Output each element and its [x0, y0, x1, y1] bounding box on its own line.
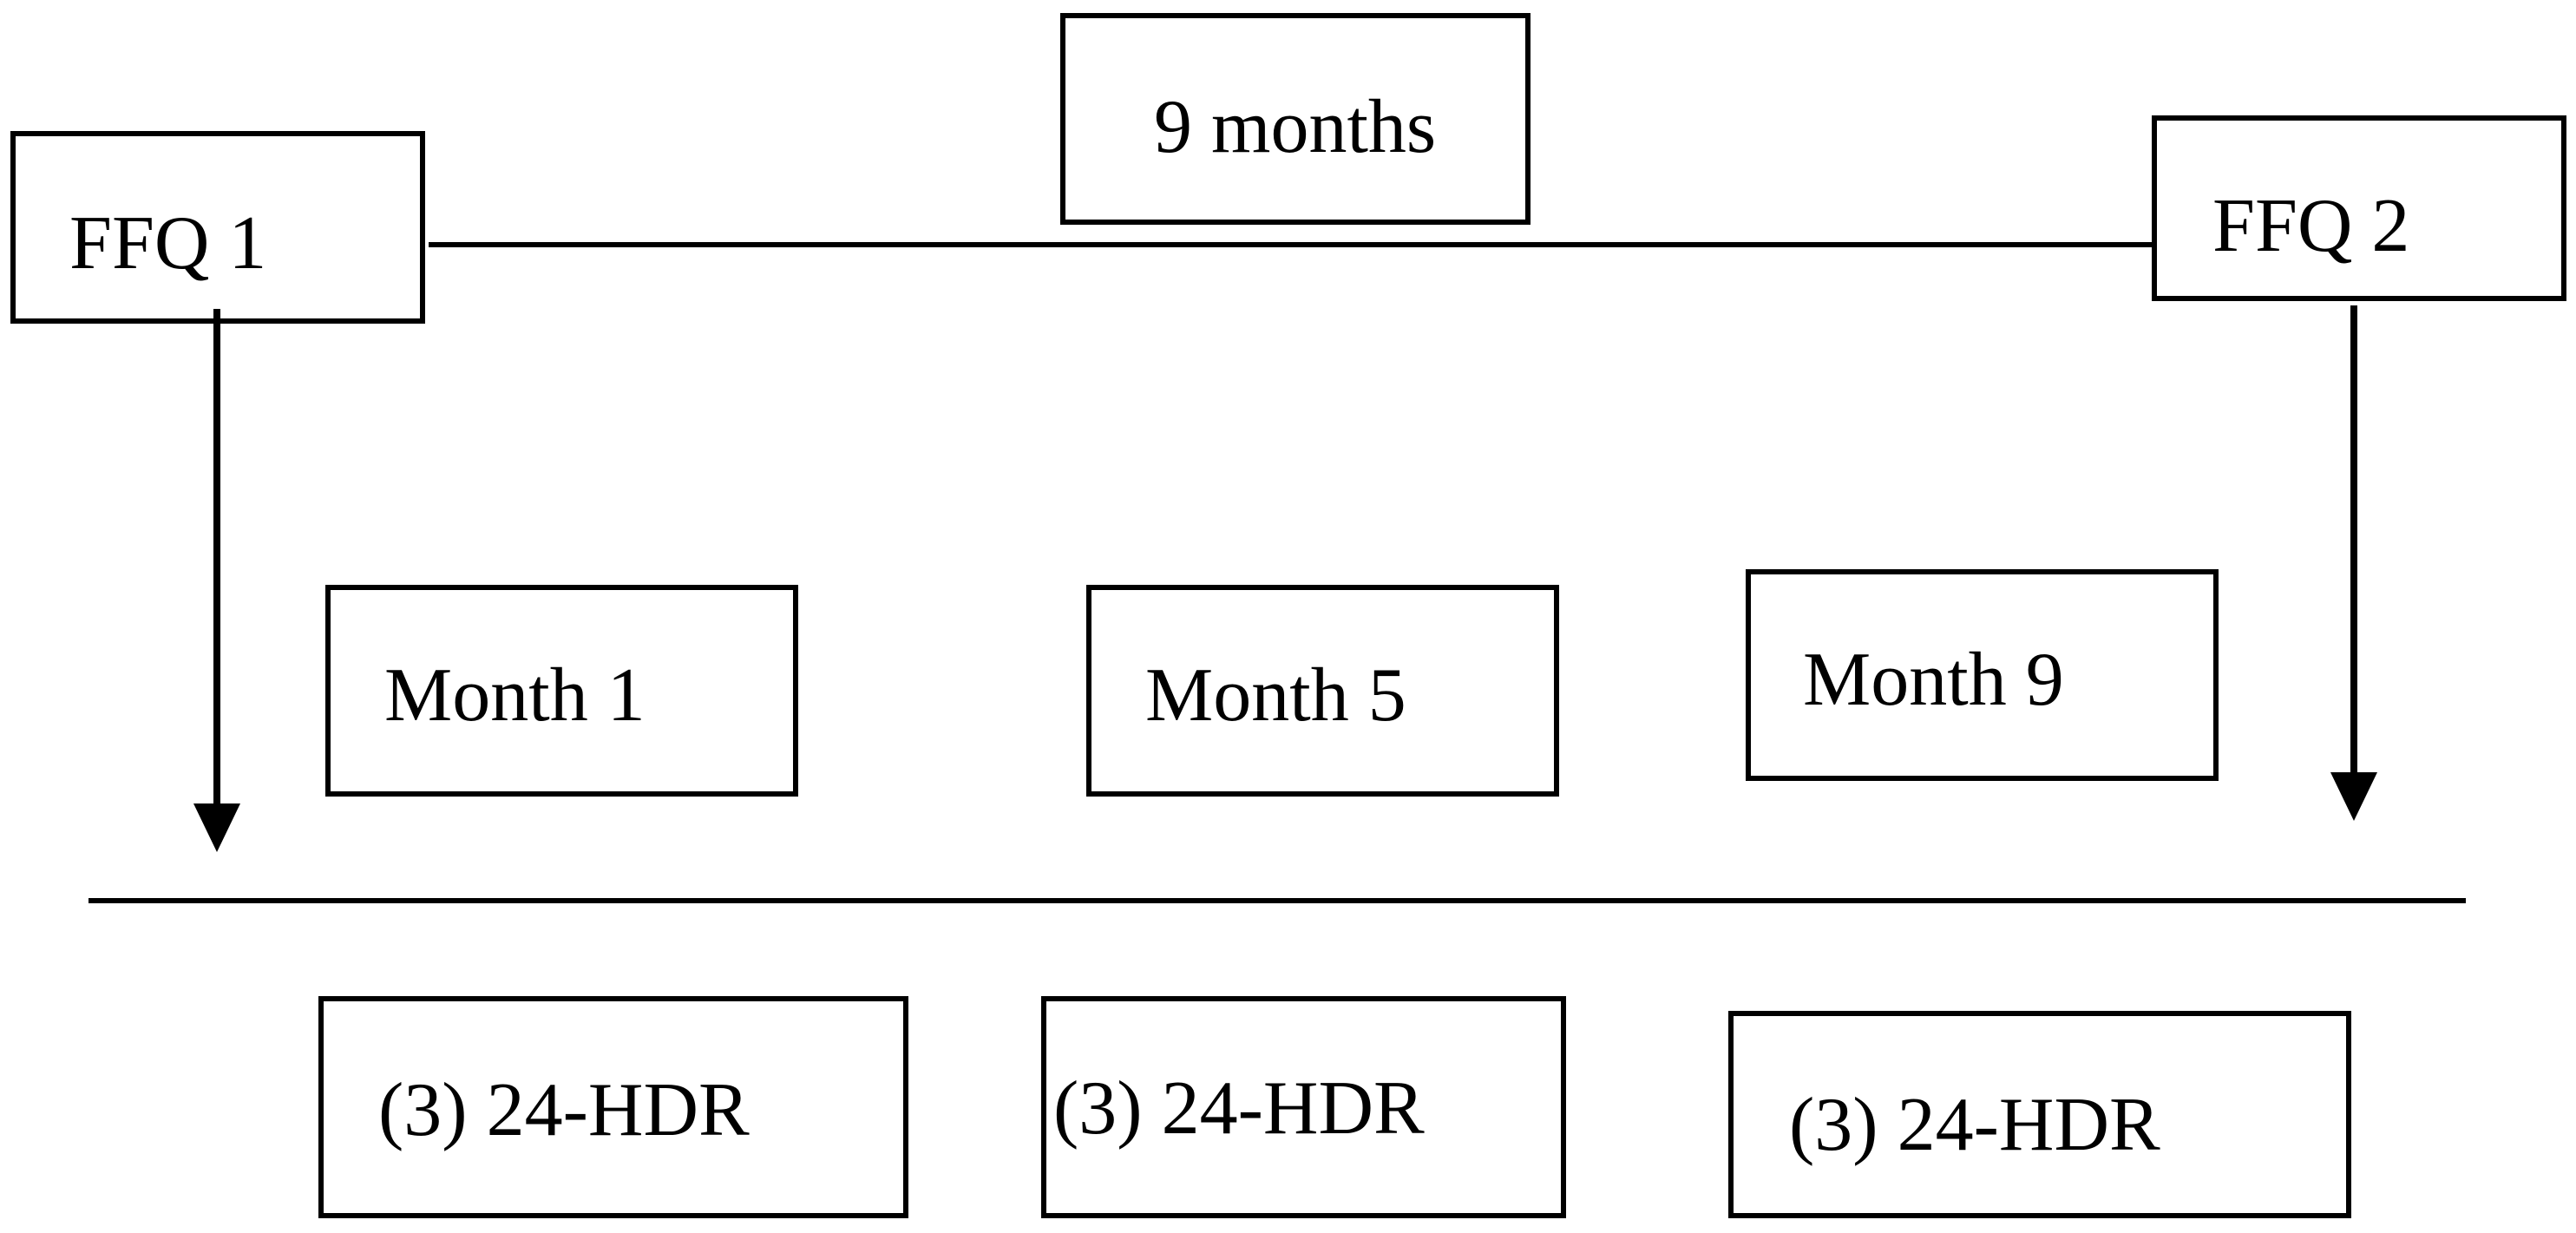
- month-box-1: Month 1: [325, 585, 798, 797]
- ffq2-label: FFQ 2: [2212, 184, 2410, 268]
- ffq1-arrow-head-icon: [193, 803, 240, 852]
- duration-box: 9 months: [1060, 13, 1531, 225]
- ffq2-arrow-head-icon: [2330, 772, 2377, 821]
- ffq-connector-line: [429, 242, 2152, 247]
- month-box-3: Month 9: [1746, 569, 2219, 781]
- month-label: Month 9: [1803, 638, 2064, 722]
- month-label: Month 1: [384, 653, 646, 738]
- recall-box-3: (3) 24-HDR: [1728, 1011, 2351, 1218]
- timeline-divider: [88, 898, 2466, 903]
- ffq1-arrow-shaft: [213, 309, 220, 810]
- month-label: Month 5: [1145, 653, 1406, 738]
- recall-label: (3) 24-HDR: [1789, 1083, 2160, 1167]
- recall-box-2: (3) 24-HDR: [1041, 996, 1566, 1218]
- month-box-2: Month 5: [1086, 585, 1559, 797]
- recall-label: (3) 24-HDR: [378, 1068, 750, 1152]
- duration-label: 9 months: [1154, 85, 1437, 169]
- ffq1-box: FFQ 1: [10, 131, 425, 324]
- ffq2-box: FFQ 2: [2152, 115, 2566, 301]
- ffq1-label: FFQ 1: [69, 201, 267, 285]
- ffq2-arrow-shaft: [2350, 305, 2357, 783]
- recall-label: (3) 24-HDR: [1053, 1066, 1425, 1151]
- recall-box-1: (3) 24-HDR: [318, 996, 908, 1218]
